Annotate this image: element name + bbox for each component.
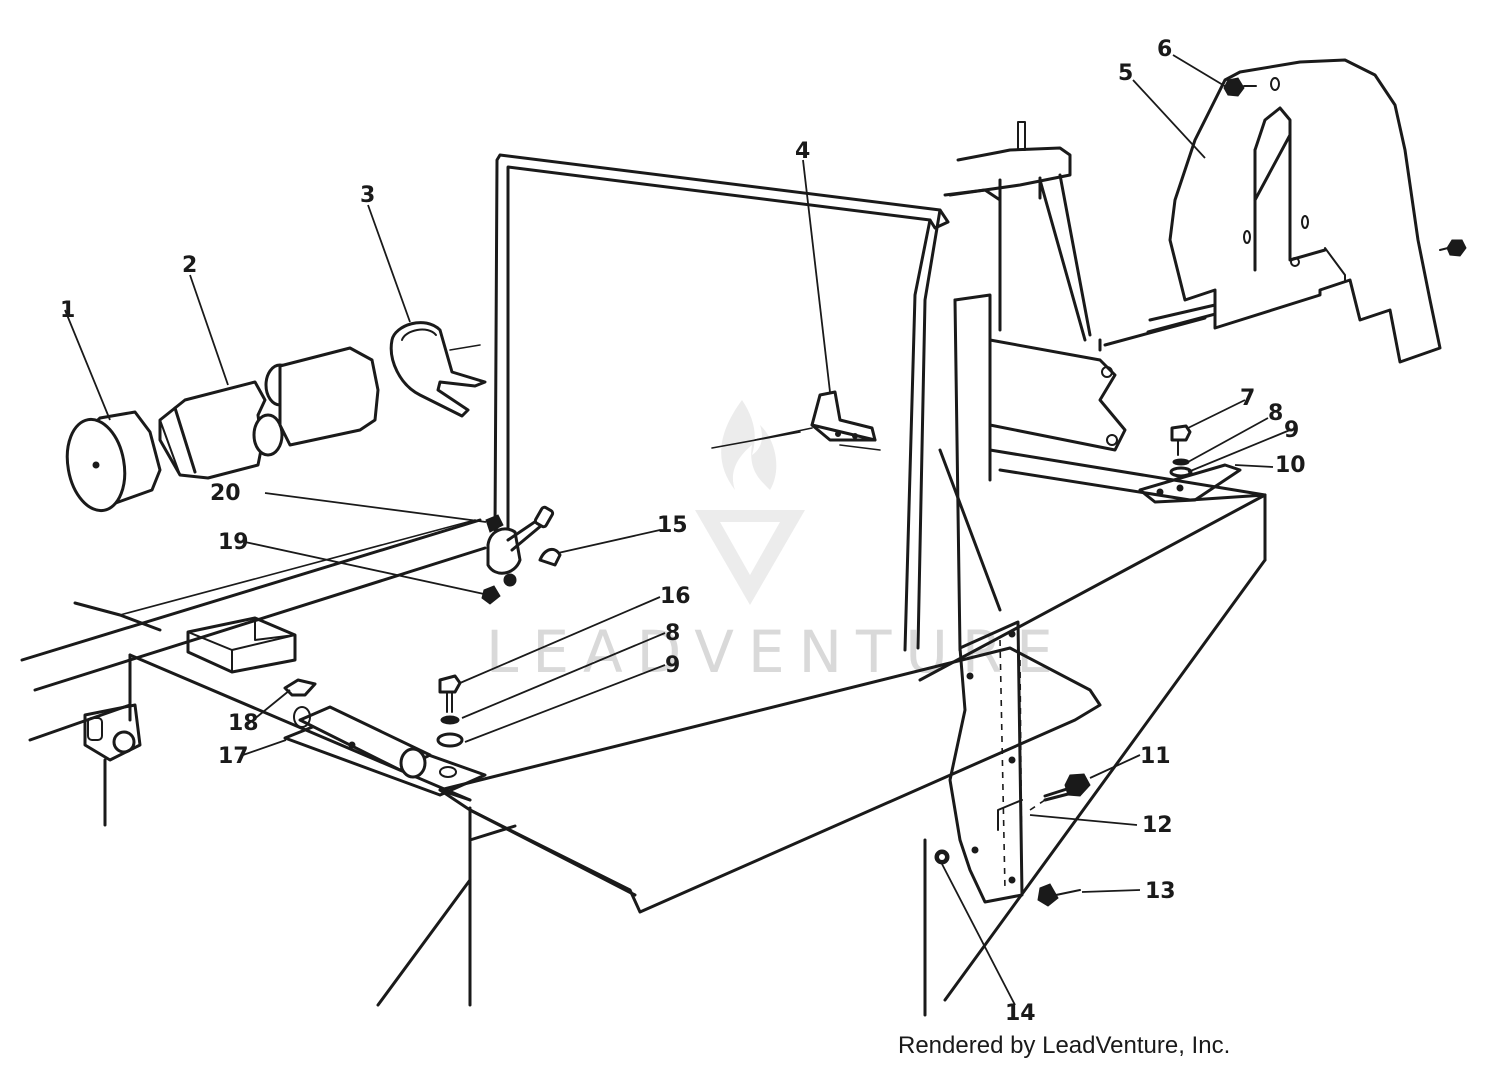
callout-6: 6 — [1157, 37, 1172, 62]
part-switch — [481, 505, 562, 605]
callout-9-lower: 9 — [665, 653, 680, 678]
callout-3: 3 — [360, 183, 375, 208]
callout-18: 18 — [228, 711, 259, 736]
callout-8-lower: 8 — [665, 621, 680, 646]
part-bolt-stack-left — [436, 674, 464, 748]
credit-text: Rendered by LeadVenture, Inc. — [898, 1032, 1231, 1059]
watermark-logo — [695, 400, 805, 605]
callout-4: 4 — [795, 139, 810, 164]
part-bolt-6 — [1223, 77, 1257, 97]
callout-20: 20 — [210, 481, 241, 506]
callout-7: 7 — [1240, 386, 1255, 411]
callout-1: 1 — [60, 298, 75, 323]
callout-15: 15 — [657, 513, 688, 538]
callout-11: 11 — [1140, 744, 1171, 769]
callout-5: 5 — [1118, 61, 1133, 86]
callout-9-upper: 9 — [1284, 418, 1299, 443]
callout-2: 2 — [182, 253, 197, 278]
watermark-text: LEADVENTURE — [486, 618, 1067, 686]
part-bracket-4 — [711, 390, 881, 451]
callout-13: 13 — [1145, 879, 1176, 904]
part-bolt-right — [1439, 239, 1467, 257]
callout-10: 10 — [1275, 453, 1306, 478]
callout-16: 16 — [660, 584, 691, 609]
frame-structure — [20, 518, 487, 827]
callout-19: 19 — [218, 530, 249, 555]
part-bolt-stack-right — [1138, 424, 1242, 504]
part-hinge — [283, 678, 487, 797]
part-side-plate — [934, 620, 1091, 907]
part-cover — [1168, 58, 1442, 364]
tray-assembly — [918, 293, 1267, 1017]
callout-8-upper: 8 — [1268, 401, 1283, 426]
callout-17: 17 — [218, 744, 249, 769]
leader-lines — [64, 54, 1291, 1006]
part-clamp — [389, 321, 487, 418]
callout-labels: 1 2 3 4 5 6 7 8 9 10 11 12 13 14 15 16 8… — [60, 37, 1306, 1026]
callout-12: 12 — [1142, 813, 1173, 838]
part-end-cap — [65, 410, 162, 513]
callout-14: 14 — [1005, 1001, 1036, 1026]
main-panel — [493, 153, 950, 652]
part-filter — [158, 346, 380, 480]
shelf-plate — [376, 646, 1102, 1007]
